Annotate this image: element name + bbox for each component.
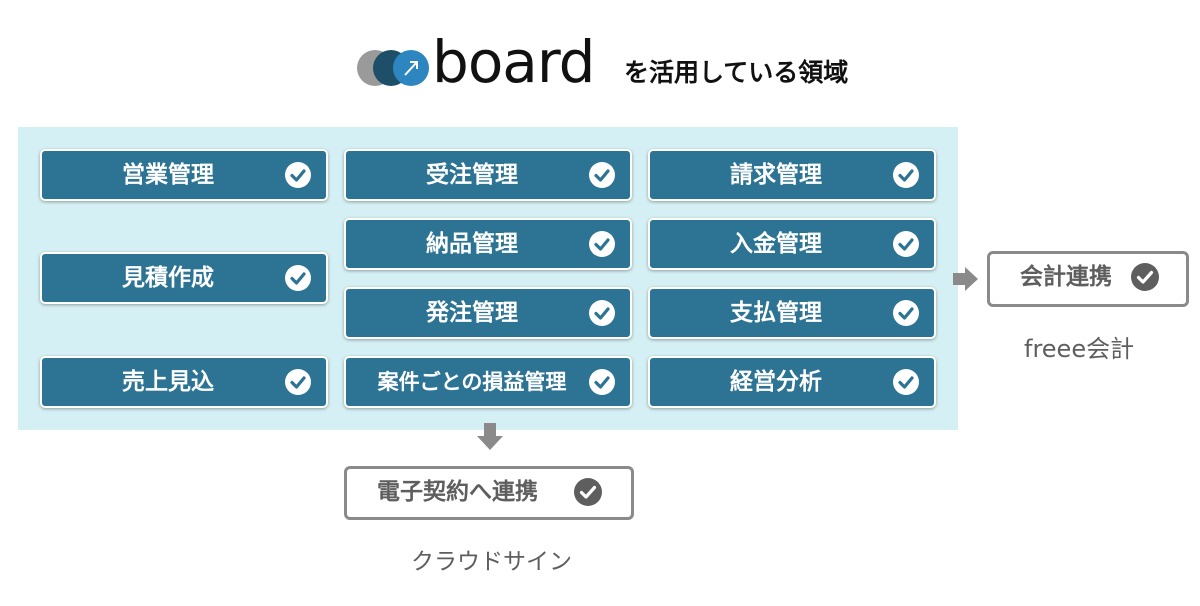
tile-business-analysis: 経営分析: [648, 356, 936, 408]
check-icon: [893, 369, 919, 395]
check-icon: [285, 265, 311, 291]
check-icon: [893, 231, 919, 257]
tile-payment-received-management: 入金管理: [648, 218, 936, 270]
check-icon: [893, 300, 919, 326]
header: board を活用している領域: [0, 30, 1200, 100]
tile-delivery-management: 納品管理: [344, 218, 632, 270]
arrow-down-icon: [477, 423, 503, 450]
tile-sales-forecast: 売上見込: [40, 356, 328, 408]
tile-project-profit-management: 案件ごとの損益管理: [344, 356, 632, 408]
tile-label: 入金管理: [730, 231, 822, 257]
accounting-service-name: freee会計: [1024, 335, 1135, 363]
tile-estimate-creation: 見積作成: [40, 252, 328, 304]
accounting-integration-label: 会計連携: [1020, 264, 1112, 290]
contract-integration-box: 電子契約へ連携: [344, 466, 634, 520]
check-icon: [285, 369, 311, 395]
tile-label: 納品管理: [426, 231, 518, 257]
tile-label: 経営分析: [730, 369, 822, 395]
check-icon: [1131, 263, 1159, 291]
tile-order-management: 受注管理: [344, 149, 632, 201]
tile-label: 発注管理: [426, 300, 518, 326]
check-icon: [589, 300, 615, 326]
page-subtitle: を活用している領域: [624, 58, 849, 87]
tile-label: 請求管理: [730, 162, 822, 188]
tile-sales-management: 営業管理: [40, 149, 328, 201]
tile-purchase-order-management: 発注管理: [344, 287, 632, 339]
contract-integration-label: 電子契約へ連携: [377, 479, 538, 505]
tile-payment-management: 支払管理: [648, 287, 936, 339]
check-icon: [589, 231, 615, 257]
check-icon: [285, 162, 311, 188]
check-icon: [893, 162, 919, 188]
tile-label: 売上見込: [122, 369, 214, 395]
check-icon: [589, 162, 615, 188]
contract-service-name: クラウドサイン: [411, 549, 572, 575]
arrow-right-icon: [953, 267, 978, 291]
board-logo-icon: [357, 50, 429, 86]
tile-billing-management: 請求管理: [648, 149, 936, 201]
check-icon: [574, 478, 602, 506]
tile-label: 営業管理: [122, 162, 214, 188]
tile-label: 案件ごとの損益管理: [377, 370, 567, 394]
tile-label: 受注管理: [426, 162, 518, 188]
brand-name: board: [432, 28, 595, 96]
tile-label: 見積作成: [122, 265, 214, 291]
check-icon: [589, 369, 615, 395]
accounting-integration-box: 会計連携: [987, 251, 1189, 307]
tile-label: 支払管理: [730, 300, 822, 326]
